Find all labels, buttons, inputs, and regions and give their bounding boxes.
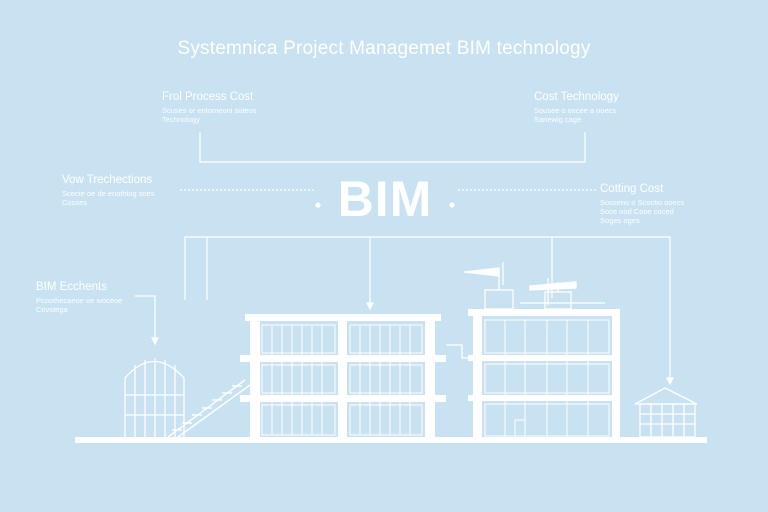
label-mid-left: Vow Trechections Scecte oe de enothiog s… [62, 174, 155, 207]
connector-pipe [446, 344, 470, 359]
label-mid-right: Cotting Cost Sosseno o Scoctio ooecs Soc… [600, 183, 684, 225]
label-top-left-sub2: Technology [162, 115, 200, 124]
label-mid-left-sub1: Scecte oe de enothiog soes [62, 189, 155, 198]
label-top-right-sub1: Sousee o oscee a ooecs [534, 106, 617, 115]
bim-dot-left [315, 202, 321, 208]
label-mid-left-sub2: Cosses [62, 198, 88, 207]
label-left: BIM Ecchents Pcoothecaeoe oe woceoe Covs… [36, 281, 122, 314]
bim-center-label: BIM [337, 171, 433, 227]
small-house [634, 387, 698, 438]
label-mid-right-head: Cotting Cost [600, 183, 664, 195]
connector-frame [184, 236, 671, 380]
label-top-left-sub1: Scuses or entomeoni soteos [162, 106, 257, 115]
label-top-right-sub2: Sanewig cage [534, 115, 582, 124]
arrow-head-center [366, 302, 374, 311]
label-top-left: Frol Process Cost Scuses or entomeoni so… [162, 91, 257, 124]
right-building [468, 309, 620, 437]
bim-dot-right [449, 202, 455, 208]
connector-left-label [135, 295, 156, 340]
label-top-right: Cost Technology Sousee o oscee a ooecs S… [534, 91, 619, 124]
main-building-windows [261, 324, 423, 436]
diagram-title: Systemnica Project Managemet BIM technol… [177, 38, 591, 59]
label-mid-right-sub3: Soges oges [600, 216, 640, 225]
label-left-head: BIM Ecchents [36, 281, 107, 293]
arrow-head-right [666, 377, 674, 386]
right-building-windows [484, 319, 610, 437]
ground-line [75, 437, 707, 443]
main-building [240, 314, 446, 437]
label-left-sub1: Pcoothecaeoe oe woceoe [36, 296, 123, 305]
label-left-sub2: Covstega [36, 305, 68, 314]
rooftop-turbines [463, 262, 605, 310]
connector-top [199, 132, 586, 163]
label-top-left-head: Frol Process Cost [162, 91, 254, 103]
label-mid-left-head: Vow Trechections [62, 174, 153, 186]
arrow-head-left [151, 337, 159, 346]
dome-structure [124, 358, 185, 437]
label-mid-right-sub2: Soce ood Cooe coced [600, 207, 674, 216]
label-mid-right-sub1: Sosseno o Scoctio ooecs [600, 198, 685, 207]
label-top-right-head: Cost Technology [534, 91, 619, 103]
staircase [167, 379, 251, 438]
